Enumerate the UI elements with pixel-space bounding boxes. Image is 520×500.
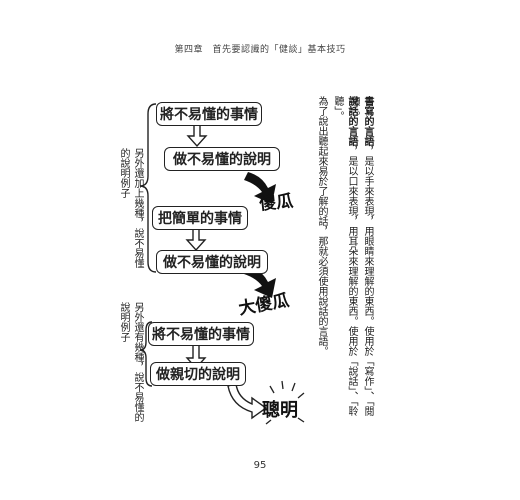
flow1-box-bottom: 做不易懂的說明 [164,147,280,171]
body-col-1-text: ，是以手來表現，用眼睛來理解的東西。使用於「寫作」、「閱讀」。 [348,96,373,416]
flow2-result-label: 大傻瓜 [237,290,291,320]
side-note-upper: 另外還加上幾種，說不易懂的說明例子 [118,148,143,268]
outline-arrow-icon [227,383,268,420]
side-note-lower: 另外還有幾種，說不易懂的說明例子 [118,302,143,422]
body-col-3: 為了說出聽起來易於了解的話，那就必須使用說話的言語。 [316,96,327,356]
flow2-box-bottom: 做不易懂的說明 [156,250,268,274]
page-number: 95 [253,460,267,471]
arrow-down-icon [185,227,207,252]
flow3-result-label: 聰明 [262,400,298,421]
body-col-1: 書寫的言語，是以手來表現，用眼睛來理解的東西。使用於「寫作」、「閱讀」。 [346,96,374,436]
flow3-box-top: 將不易懂的事情 [148,322,254,346]
flow2-box-top: 把簡單的事情 [152,206,248,230]
term-written: 書寫的言語 [362,96,373,146]
flow1-box-top: 將不易懂的事情 [156,102,262,126]
term-spoken: 說話的言語 [346,96,357,146]
body-col-2-text: ，是以口來表現，用耳朵來理解的東西。使用於「說話」、「聆聽」。 [332,96,357,416]
running-header: 第四章 首先要認識的「健談」基本技巧 [174,45,346,55]
body-col-2: 說話的言語，是以口來表現，用耳朵來理解的東西。使用於「說話」、「聆聽」。 [330,96,358,436]
flow1-result-label: 傻瓜 [258,191,295,215]
flow3-box-bottom: 做親切的說明 [150,362,246,386]
